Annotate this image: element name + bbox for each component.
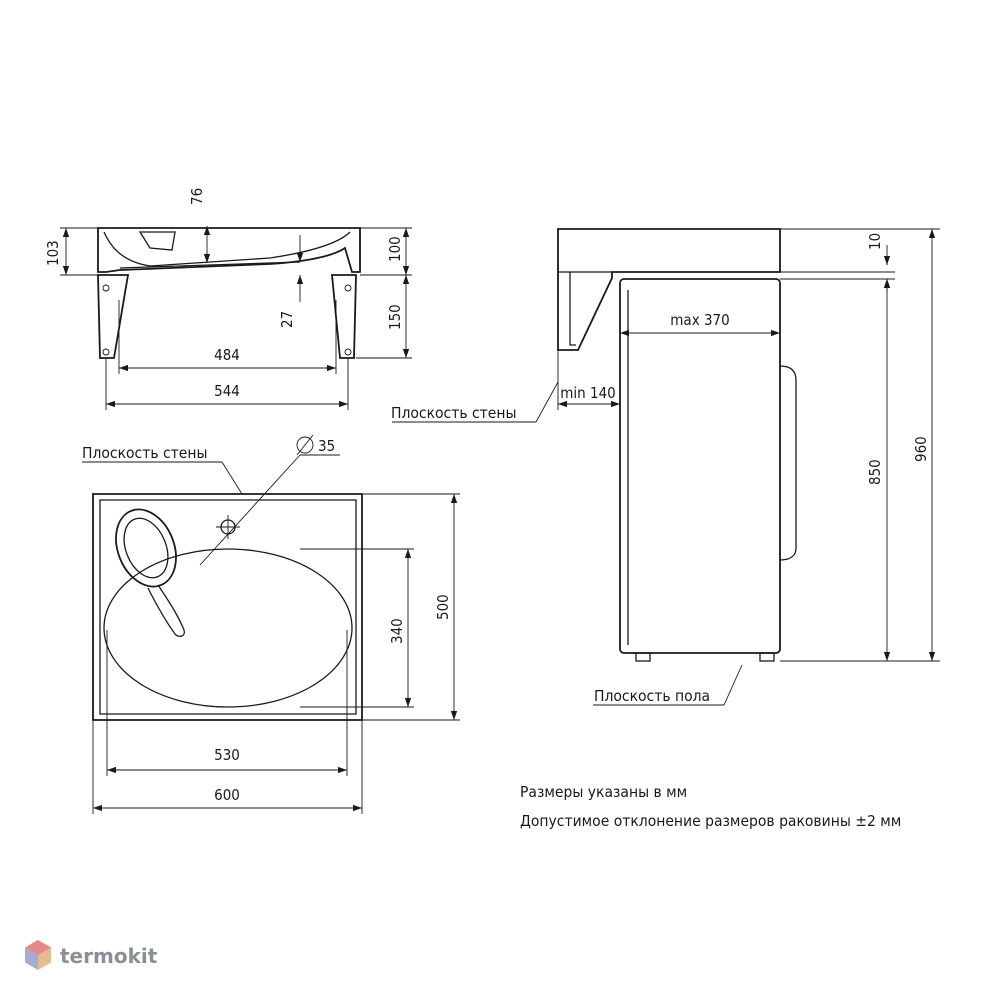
dim-850: 850 <box>866 459 884 485</box>
dim-10: 10 <box>866 233 884 250</box>
front-faucet <box>138 231 176 251</box>
dim-340: 340 <box>388 618 406 644</box>
dim-960: 960 <box>912 436 930 462</box>
label-wall-plane-top: Плоскость стены <box>82 444 208 462</box>
front-bowl-curve <box>103 231 351 267</box>
dim-600: 600 <box>214 786 240 804</box>
front-basin-outline <box>97 227 361 273</box>
top-faucet-base <box>115 508 177 588</box>
dim-484: 484 <box>214 346 240 364</box>
side-sink-slab <box>557 228 781 351</box>
notes: Размеры указаны в мм Допустимое отклонен… <box>520 783 901 830</box>
dim-544: 544 <box>214 382 240 400</box>
dim-hole-35: 35 <box>318 437 335 455</box>
top-bowl <box>103 548 353 708</box>
top-view: 35 Плоскость стены 340 500 530 600 <box>82 434 460 814</box>
dim-76: 76 <box>188 188 206 205</box>
dim-min-140: min 140 <box>560 384 616 402</box>
washing-machine-door <box>779 365 797 561</box>
dim-103: 103 <box>44 240 62 266</box>
front-bracket-right <box>331 274 357 359</box>
side-view: 10 850 960 max 370 min 140 Плоскость сте… <box>391 228 940 706</box>
top-faucet-spout <box>147 584 185 637</box>
dim-100: 100 <box>386 236 404 262</box>
watermark-brand: termokit <box>60 944 158 968</box>
front-view: 103 76 100 150 27 484 544 <box>44 188 412 410</box>
dim-27: 27 <box>278 311 296 328</box>
front-bracket-left <box>97 274 130 359</box>
washing-machine-body <box>619 278 781 654</box>
watermark: termokit <box>25 940 158 970</box>
dim-max-370: max 370 <box>670 311 729 329</box>
dim-500: 500 <box>434 594 452 620</box>
note-tolerance: Допустимое отклонение размеров раковины … <box>520 812 901 830</box>
note-units: Размеры указаны в мм <box>520 783 687 801</box>
dim-530: 530 <box>214 746 240 764</box>
termokit-logo-icon <box>25 940 51 970</box>
label-wall-plane-side: Плоскость стены <box>391 404 517 422</box>
dim-150: 150 <box>386 304 404 330</box>
label-floor-plane: Плоскость пола <box>594 687 710 705</box>
top-sink-outline <box>92 493 363 721</box>
